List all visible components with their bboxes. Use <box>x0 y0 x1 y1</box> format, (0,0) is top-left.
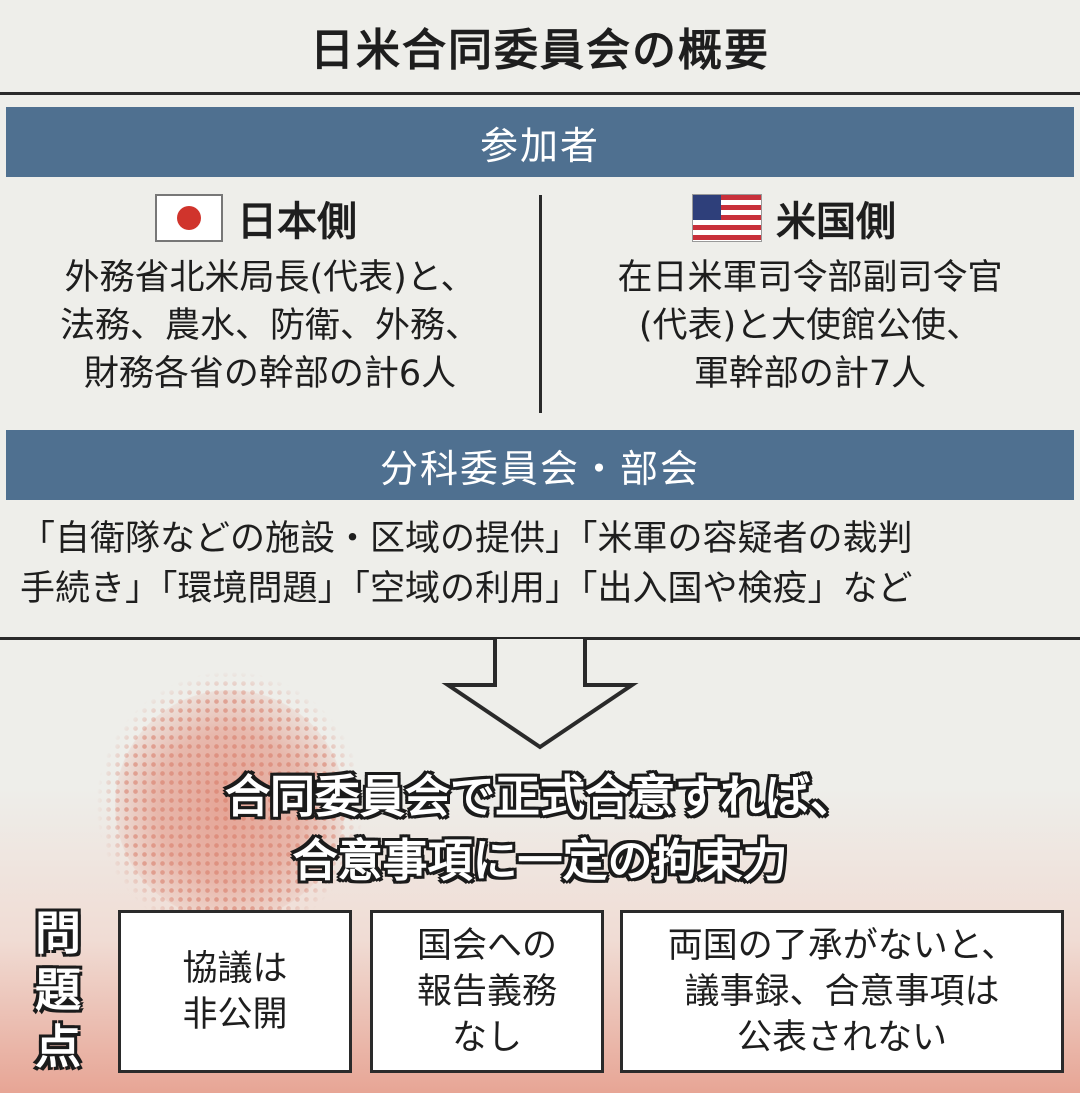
issue-line: 両国の了承がないと、 <box>667 925 1017 966</box>
us-flag-icon <box>692 194 762 242</box>
down-arrow-icon <box>441 637 639 750</box>
japan-side-heading: 日本側 <box>155 190 357 246</box>
participants-divider <box>539 195 542 413</box>
japan-member-line: 法務、農水、防衛、外務、 <box>59 306 480 346</box>
conclusion-statement: 合同委員会で正式合意すれば、 合意事項に一定の拘束力 <box>0 765 1080 893</box>
subcommittee-topics: 「自衛隊などの施設・区域の提供」「米軍の容疑者の裁判 手続き」「環境問題」「空域… <box>20 514 1070 614</box>
topic-line: 「自衛隊などの施設・区域の提供」「米軍の容疑者の裁判 <box>20 519 913 559</box>
issue-line: 議事録、合意事項は <box>684 971 1000 1012</box>
issues-label: 問 題 点 <box>18 905 98 1075</box>
us-side-heading: 米国側 <box>692 190 896 246</box>
issues-label-char: 問 <box>35 906 81 960</box>
issue-box-no-diet-report: 国会への 報告義務 なし <box>370 910 604 1073</box>
us-side-label: 米国側 <box>776 199 896 245</box>
subcommittees-header: 分科委員会・部会 <box>6 430 1074 500</box>
title-divider <box>0 92 1080 95</box>
issues-label-char: 題 <box>35 963 81 1017</box>
participants-header: 参加者 <box>6 107 1074 177</box>
issue-line: なし <box>451 1017 522 1058</box>
issue-box-not-published: 両国の了承がないと、 議事録、合意事項は 公表されない <box>620 910 1064 1073</box>
topic-line: 手続き」「環境問題」「空域の利用」「出入国や検疫」など <box>20 569 913 609</box>
japan-side-label: 日本側 <box>237 199 357 245</box>
issue-box-closed-talks: 協議は 非公開 <box>118 910 352 1073</box>
us-member-line: 軍幹部の計7人 <box>693 354 927 394</box>
japan-flag-icon <box>155 194 223 242</box>
issue-line: 報告義務 <box>416 971 557 1012</box>
japan-side-members: 外務省北米局長(代表)と、 法務、農水、防衛、外務、 財務各省の幹部の計6人 <box>10 254 530 398</box>
issue-line: 公表されない <box>736 1017 947 1058</box>
japan-member-line: 外務省北米局長(代表)と、 <box>64 258 476 298</box>
issue-line: 非公開 <box>182 994 288 1035</box>
diagram-title: 日米合同委員会の概要 <box>310 25 770 76</box>
us-member-line: (代表)と大使館公使、 <box>638 306 982 346</box>
conclusion-line: 合同委員会で正式合意すれば、 <box>224 770 855 823</box>
halftone-dots <box>95 670 365 940</box>
us-member-line: 在日米軍司令部副司令官 <box>617 258 1003 298</box>
conclusion-line: 合意事項に一定の拘束力 <box>292 834 788 887</box>
issues-label-char: 点 <box>35 1020 81 1074</box>
issue-line: 協議は <box>182 948 288 989</box>
japan-member-line: 財務各省の幹部の計6人 <box>83 354 457 394</box>
issue-line: 国会への <box>416 925 557 966</box>
us-side-members: 在日米軍司令部副司令官 (代表)と大使館公使、 軍幹部の計7人 <box>550 254 1070 398</box>
